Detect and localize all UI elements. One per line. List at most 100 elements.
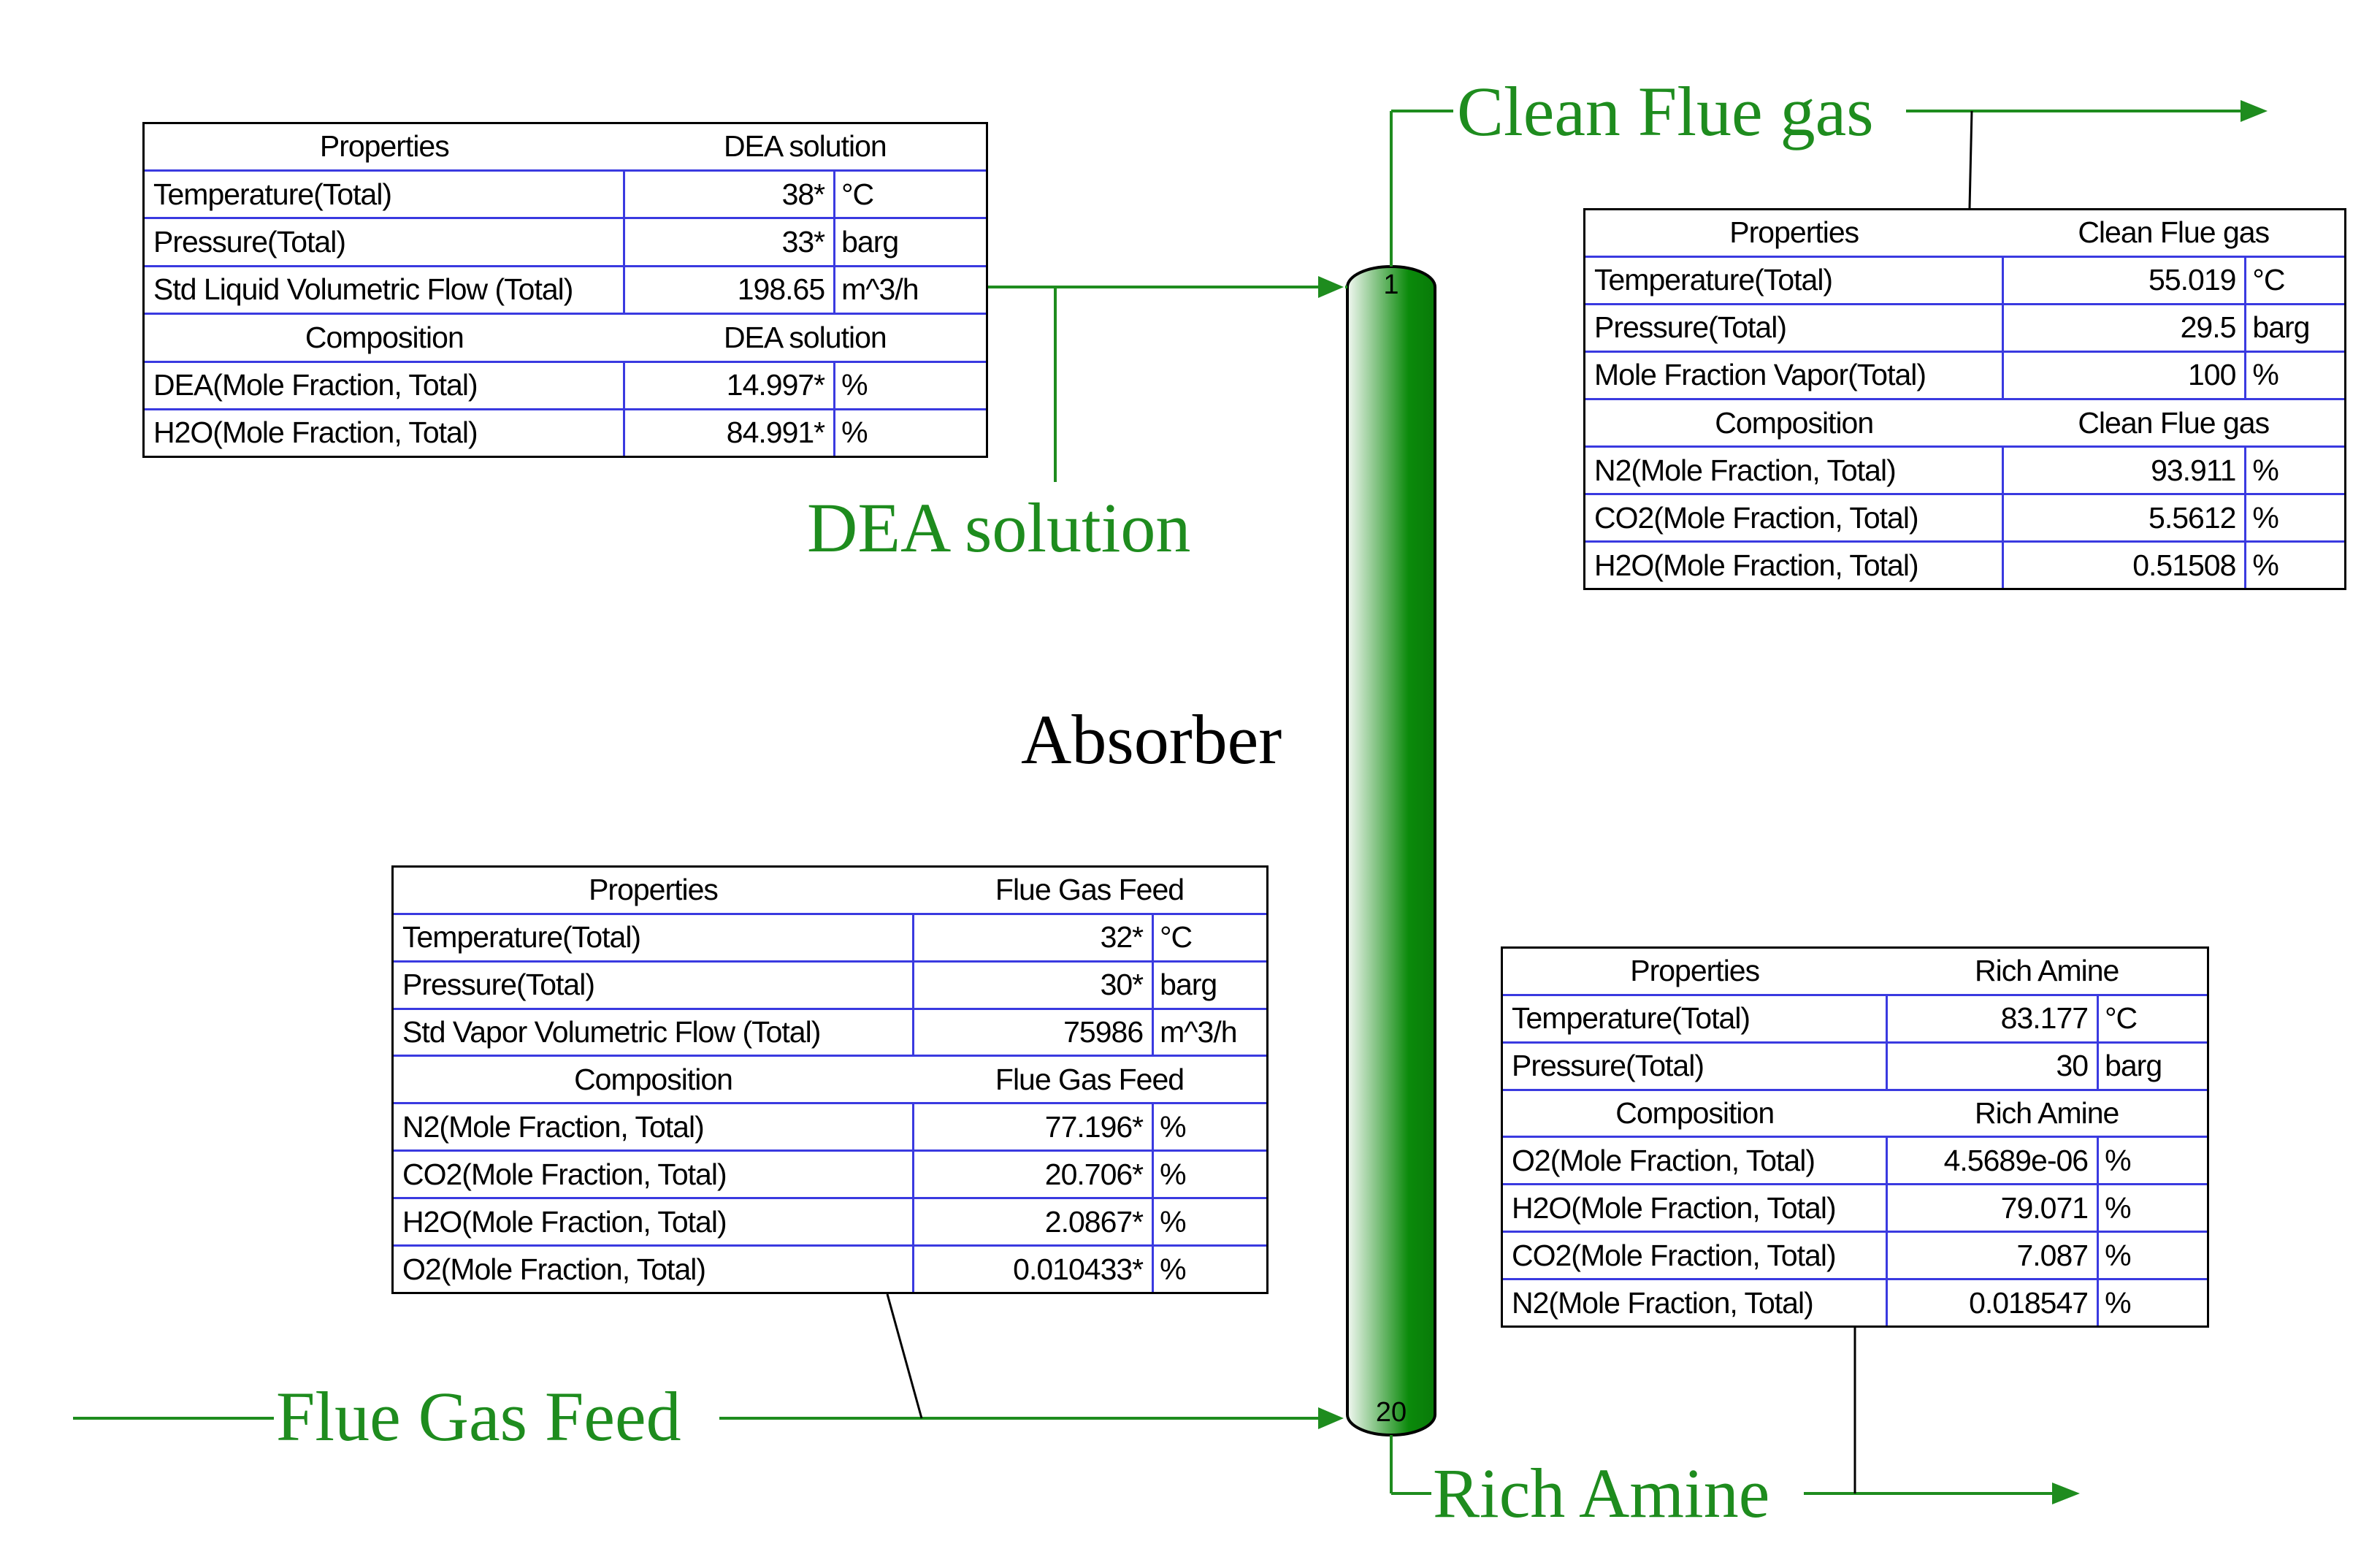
property-name: CO2(Mole Fraction, Total) (394, 1150, 914, 1200)
property-name: Pressure(Total) (145, 218, 626, 267)
header-stream-name: DEA solution (624, 124, 986, 172)
property-unit: % (2097, 1184, 2207, 1233)
property-value: 100 (2002, 351, 2247, 400)
flue-gas-feed-stream[interactable] (73, 1407, 1344, 1429)
table-row: CO2(Mole Fraction, Total)5.5612% (1585, 494, 2344, 543)
property-name: Temperature(Total) (145, 170, 626, 220)
property-value: 75986 (913, 1009, 1155, 1057)
property-name: Temperature(Total) (394, 914, 914, 963)
property-name: Std Vapor Volumetric Flow (Total) (394, 1009, 914, 1057)
header-label: Composition (1585, 399, 2003, 448)
flue-gas-feed-label: Flue Gas Feed (276, 1377, 681, 1455)
table-row: N2(Mole Fraction, Total)0.018547% (1503, 1279, 2207, 1325)
table-row: N2(Mole Fraction, Total)77.196*% (394, 1103, 1266, 1152)
dea-solution-label: DEA solution (807, 489, 1190, 567)
property-name: H2O(Mole Fraction, Total) (394, 1198, 914, 1247)
property-unit: % (1152, 1103, 1266, 1152)
property-value: 5.5612 (2002, 494, 2247, 543)
table-row: Pressure(Total)33*barg (145, 218, 986, 267)
property-value: 38* (624, 170, 836, 220)
property-unit: % (2245, 494, 2344, 543)
table-row: CO2(Mole Fraction, Total)20.706*% (394, 1150, 1266, 1200)
header-stream-name: Flue Gas Feed (913, 868, 1266, 915)
property-value: 0.010433* (913, 1245, 1155, 1292)
property-value: 83.177 (1886, 995, 2100, 1044)
property-unit: barg (2097, 1042, 2207, 1091)
header-label: Properties (1585, 210, 2003, 258)
property-name: O2(Mole Fraction, Total) (394, 1245, 914, 1292)
property-value: 55.019 (2002, 256, 2247, 305)
property-name: H2O(Mole Fraction, Total) (1585, 541, 2004, 588)
table-row: Temperature(Total)32*°C (394, 914, 1266, 963)
property-unit: % (834, 361, 986, 410)
property-unit: % (1160, 1252, 1186, 1286)
property-value: 198.65 (624, 266, 836, 315)
header-label: Composition (1503, 1090, 1887, 1139)
property-name: H2O(Mole Fraction, Total) (1503, 1184, 1888, 1233)
rich-amine-stream[interactable] (1390, 1435, 2080, 1504)
property-unit: % (2097, 1231, 2207, 1281)
property-name: N2(Mole Fraction, Total) (1503, 1279, 1888, 1325)
property-value: 30 (1886, 1042, 2100, 1091)
property-value: 93.911 (2002, 446, 2247, 496)
header-label: Composition (145, 313, 624, 363)
property-value: 0.018547 (1886, 1279, 2100, 1325)
property-unit: barg (1152, 961, 1266, 1010)
header-label: Properties (145, 124, 624, 172)
property-value: 2.0867* (913, 1198, 1155, 1247)
table-row: Std Liquid Volumetric Flow (Total)198.65… (145, 266, 986, 315)
clean-table-leader (1968, 110, 1973, 209)
header-stream-name: Flue Gas Feed (913, 1055, 1266, 1105)
clean-flue-gas-label: Clean Flue gas (1457, 72, 1874, 150)
clean-outlet-arrow (2241, 100, 2268, 122)
property-name: N2(Mole Fraction, Total) (1585, 446, 2004, 496)
dea-solution-stream[interactable] (986, 276, 1347, 482)
property-unit: % (2105, 1285, 2131, 1320)
absorber-label: Absorber (1021, 700, 1282, 778)
property-value: 14.997* (624, 361, 836, 410)
property-value: 20.706* (913, 1150, 1155, 1200)
header-label: Properties (1503, 949, 1887, 996)
property-unit: °C (2097, 995, 2207, 1044)
property-name: O2(Mole Fraction, Total) (1503, 1136, 1888, 1186)
property-unit: m^3/h (834, 266, 986, 315)
property-value: 29.5 (2002, 304, 2247, 353)
table-row: Temperature(Total)38*°C (145, 170, 986, 220)
property-unit: % (2245, 446, 2344, 496)
property-unit: % (2097, 1136, 2207, 1186)
table-row: Pressure(Total)30*barg (394, 961, 1266, 1010)
property-unit: % (1152, 1198, 1266, 1247)
absorber-column[interactable] (1346, 265, 1436, 1437)
feed-inlet-arrow (1318, 1407, 1344, 1429)
property-value: 7.087 (1886, 1231, 2100, 1281)
property-name: H2O(Mole Fraction, Total) (145, 409, 626, 456)
table-row: H2O(Mole Fraction, Total)79.071% (1503, 1184, 2207, 1233)
property-value: 77.196* (913, 1103, 1155, 1152)
property-unit: °C (2245, 256, 2344, 305)
dea-inlet-arrow (1318, 276, 1344, 298)
property-name: Temperature(Total) (1585, 256, 2004, 305)
clean-flue-gas-stream[interactable] (1390, 100, 2268, 267)
property-name: Pressure(Total) (1585, 304, 2004, 353)
table-row: DEA(Mole Fraction, Total)14.997*% (145, 361, 986, 410)
property-value: 0.51508 (2002, 541, 2247, 588)
property-name: CO2(Mole Fraction, Total) (1503, 1231, 1888, 1281)
property-name: Pressure(Total) (1503, 1042, 1888, 1091)
header-label: Properties (394, 868, 914, 915)
header-stream-name: DEA solution (624, 313, 986, 363)
property-name: Mole Fraction Vapor(Total) (1585, 351, 2004, 400)
property-unit: °C (1152, 914, 1266, 963)
table-row: H2O(Mole Fraction, Total)84.991*% (145, 409, 986, 456)
property-name: Pressure(Total) (394, 961, 914, 1010)
